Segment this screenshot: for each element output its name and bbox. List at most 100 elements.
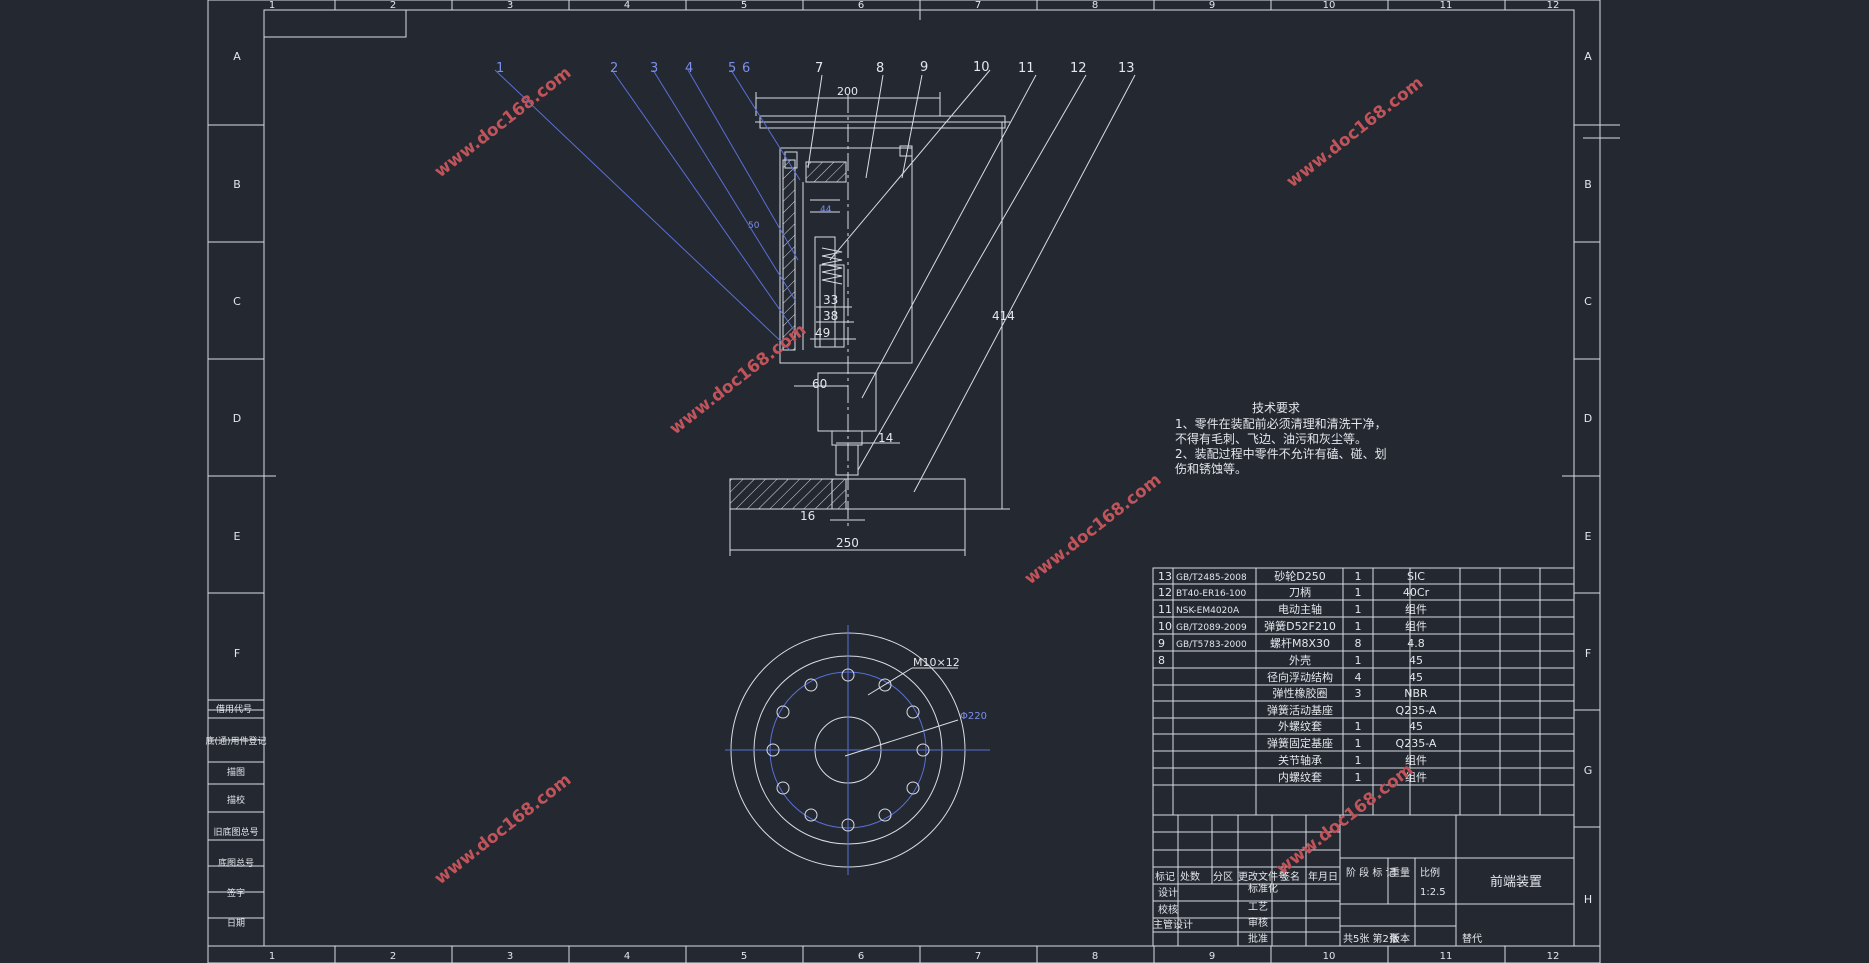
bolt-circle-dim: Φ220 [960, 711, 987, 722]
col-label: 11 [1440, 0, 1453, 11]
col-label: 4 [624, 0, 630, 11]
bom-material: 组件 [1405, 602, 1427, 616]
bom-material: Q235-A [1396, 704, 1437, 717]
callout-8: 8 [876, 61, 884, 76]
col-label: 7 [975, 951, 981, 962]
callout-12: 12 [1070, 61, 1087, 76]
bom-qty: 1 [1355, 620, 1362, 633]
row-label: E [1585, 530, 1592, 543]
scale-value: 1:2.5 [1420, 887, 1446, 898]
role-label: 审核 [1248, 916, 1268, 929]
col-label: 1 [269, 0, 275, 11]
bom-material: 45 [1409, 671, 1423, 684]
bom-material: NBR [1404, 687, 1428, 700]
role-label: 批准 [1248, 932, 1268, 945]
watermark: www.doc168.com [431, 770, 576, 889]
bom-name: 刀柄 [1289, 586, 1311, 599]
col-label: 8 [1092, 0, 1098, 11]
bom-code: GB/T5783-2000 [1176, 640, 1247, 650]
bom-material: 45 [1409, 720, 1423, 733]
row-label: F [1585, 647, 1591, 660]
stamp-label: 底(通)用件登记 [205, 735, 266, 747]
col-label: 10 [1323, 951, 1336, 962]
drawing-title: 前端装置 [1490, 874, 1542, 890]
bom-name: 电动主轴 [1278, 602, 1322, 616]
stamp-label: 描图 [227, 766, 245, 778]
side-stamp: 借用代号 底(通)用件登记 描图 描校 旧底图总号 底图总号 签字 日期 [205, 699, 267, 947]
watermark: www.doc168.com [1283, 73, 1428, 192]
callout-1: 1 [496, 61, 504, 76]
dim-base-width: 250 [836, 536, 859, 550]
bom-name: 弹簧固定基座 [1267, 736, 1333, 750]
dim-top-width: 200 [837, 85, 858, 98]
bom-name: 外壳 [1289, 653, 1311, 667]
row-label: B [233, 178, 241, 191]
tech-requirements: 技术要求 1、零件在装配前必须清理和清洗干净， 不得有毛刺、飞边、油污和灰尘等。… [1175, 401, 1387, 476]
callout-5: 5 [728, 61, 736, 76]
rev-header: 标记 [1155, 871, 1175, 883]
col-label: 6 [858, 951, 864, 962]
bottom-column-ticks [334, 946, 1506, 963]
role-label: 标准化 [1248, 882, 1278, 895]
stage-label: 阶 段 标 记 [1346, 866, 1396, 879]
col-label: 5 [741, 951, 747, 962]
callout-3: 3 [650, 61, 658, 76]
bom-name: 弹性橡胶圈 [1273, 686, 1328, 700]
col-label: 8 [1092, 951, 1098, 962]
watermark: www.doc168.com [431, 63, 576, 182]
callout-4: 4 [685, 61, 693, 76]
dim-16: 16 [800, 509, 815, 523]
row-label: H [1584, 893, 1592, 906]
col-label: 2 [390, 0, 396, 11]
stamp-label: 日期 [227, 918, 245, 929]
callout-7: 7 [815, 61, 823, 76]
callout-13: 13 [1118, 61, 1135, 76]
drawing-frame: 1 2 3 4 5 6 7 8 9 10 11 12 1 2 3 4 5 6 7… [207, 0, 1620, 963]
bom-qty: 1 [1355, 737, 1362, 750]
callout-10: 10 [973, 60, 990, 75]
part-callouts: 1 2 3 4 5 6 7 8 9 10 11 12 13 [494, 60, 1136, 493]
dim-44: 44 [820, 205, 832, 215]
bom-name: 外螺纹套 [1278, 719, 1322, 733]
tech-line: 2、装配过程中零件不允许有磕、碰、划 [1175, 446, 1387, 461]
bom-no: 10 [1158, 620, 1172, 633]
col-label: 3 [507, 0, 513, 11]
callout-9: 9 [920, 60, 928, 75]
rev-header: 签名 [1280, 870, 1300, 883]
col-label: 2 [390, 951, 396, 962]
thread-callout: M10×12 [913, 656, 960, 669]
dim-33: 33 [823, 293, 838, 307]
bom-no: 9 [1158, 637, 1165, 650]
rev-header: 分区 [1213, 871, 1233, 883]
bom-material: 4.8 [1407, 637, 1425, 650]
bom-qty: 4 [1355, 671, 1362, 684]
tech-line: 1、零件在装配前必须清理和清洗干净， [1175, 416, 1387, 431]
rev-header: 处数 [1180, 870, 1200, 883]
bill-of-materials [1152, 567, 1575, 816]
version-label: 版本 [1390, 932, 1410, 945]
bom-no: 8 [1158, 654, 1165, 667]
rev-header: 更改文件号 [1238, 870, 1288, 883]
bom-code: BT40-ER16-100 [1176, 589, 1246, 599]
bom-qty: 1 [1355, 654, 1362, 667]
bom-name: 弹簧活动基座 [1267, 703, 1333, 717]
tech-line: 不得有毛刺、飞边、油污和灰尘等。 [1175, 431, 1367, 446]
bom-code: NSK-EM4020A [1176, 606, 1240, 616]
col-label: 6 [858, 0, 864, 11]
row-label: F [234, 647, 240, 660]
row-label: G [1584, 764, 1593, 777]
row-labels-right: A B C D E F G H [1584, 50, 1593, 906]
role-label: 主管设计 [1153, 918, 1193, 931]
watermark: www.doc168.com [1021, 470, 1166, 589]
stamp-label: 底图总号 [218, 857, 254, 869]
bom-qty: 8 [1355, 637, 1362, 650]
bom-no: 13 [1158, 570, 1172, 583]
tech-line: 伤和锈蚀等。 [1175, 462, 1247, 476]
plan-view: M10×12 Φ220 [725, 625, 990, 875]
bolt-holes [766, 668, 930, 832]
row-label: D [233, 412, 241, 425]
row-labels-left: A B C D E F [233, 50, 241, 660]
bom-name: 螺杆M8X30 [1270, 636, 1330, 650]
col-label: 1 [269, 951, 275, 962]
